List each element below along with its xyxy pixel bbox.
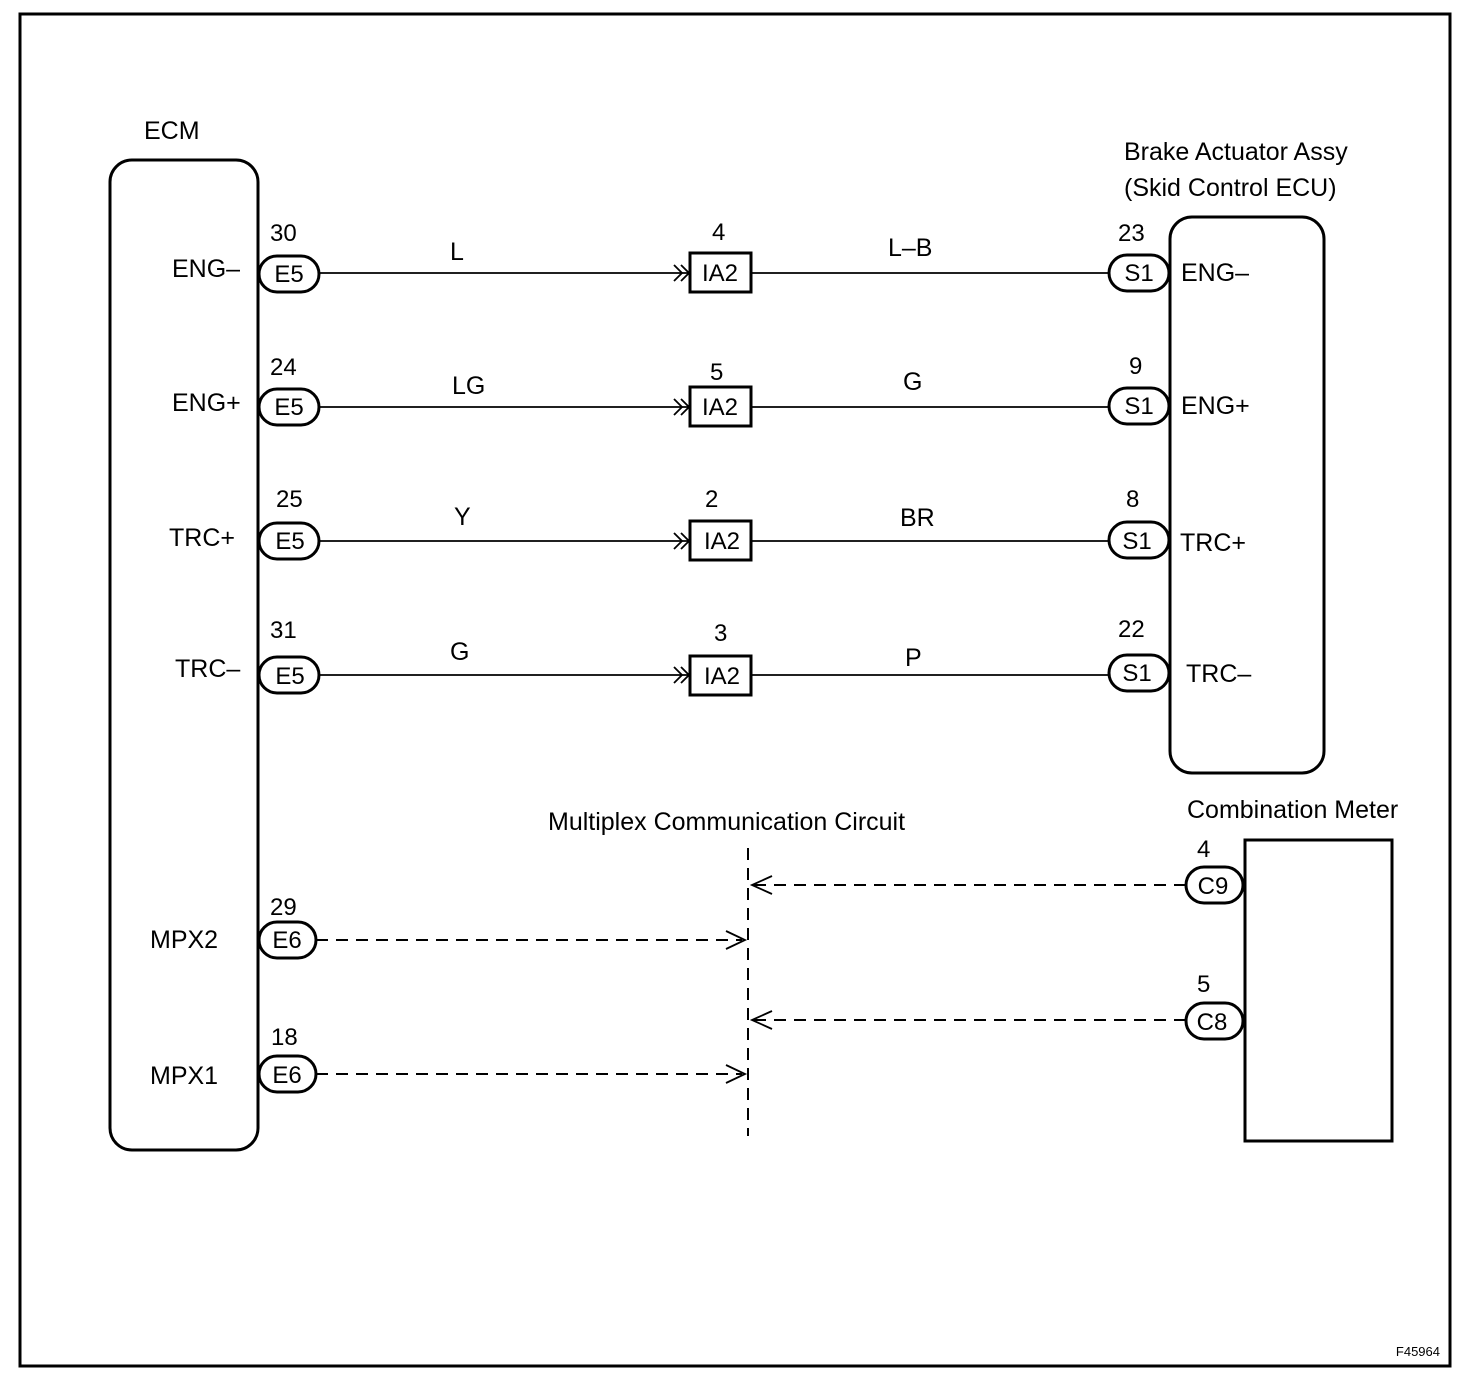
ecm-pin-number: 18 <box>271 1024 298 1051</box>
wire-color-actuator-side: P <box>905 644 922 672</box>
mpx2-line: MPX2 29 E6 <box>150 894 748 960</box>
actuator-connector <box>1107 386 1171 426</box>
actuator-connector-label: S1 <box>1122 660 1151 687</box>
ecm-pin-number: 25 <box>276 486 303 513</box>
meter-c9-line: 4 C9 <box>749 836 1245 905</box>
wire-color-ecm-side: L <box>450 238 464 266</box>
ecm-pin-number: 24 <box>270 354 297 381</box>
diagram-frame <box>18 12 1452 1368</box>
ecm-terminal-label: ENG+ <box>172 389 241 417</box>
actuator-connector-label: S1 <box>1124 260 1153 287</box>
meter-pin-number: 5 <box>1197 971 1210 998</box>
ecm-terminal-label: MPX1 <box>150 1062 218 1090</box>
actuator-connector-label: S1 <box>1124 393 1153 420</box>
circuit-trc-minus: TRC– 31 E5 G 3 IA2 P 22 S1 TRC– <box>175 616 1251 697</box>
wire-color-ecm-side: LG <box>452 372 485 400</box>
junction-pin-number: 5 <box>710 359 723 386</box>
meter-connector-label: C8 <box>1197 1009 1228 1036</box>
meter-c8-line: 5 C8 <box>749 971 1245 1041</box>
actuator-connector <box>1107 253 1171 293</box>
circuit-eng-minus: ENG– 30 E5 L 4 IA2 L–B 23 S1 ENG– <box>172 219 1249 294</box>
actuator-terminal-label: ENG– <box>1181 259 1249 287</box>
arrow-to-bus <box>749 1010 773 1030</box>
meter-connector-label: C9 <box>1198 873 1229 900</box>
ecm-connector-label: E5 <box>274 261 303 288</box>
arrow-to-bus <box>749 875 773 895</box>
junction-connector-label: IA2 <box>704 663 740 690</box>
actuator-connector <box>1107 520 1171 560</box>
wire-color-actuator-side: BR <box>900 504 935 532</box>
brake-actuator-box <box>1168 215 1326 775</box>
ecm-pin-number: 30 <box>270 220 297 247</box>
actuator-pin-number: 23 <box>1118 220 1145 247</box>
ecm-terminal-label: TRC+ <box>169 524 235 552</box>
junction-pin-number: 2 <box>705 486 718 513</box>
meter-pin-number: 4 <box>1197 836 1210 863</box>
actuator-terminal-label: TRC– <box>1186 660 1251 688</box>
actuator-terminal-label: TRC+ <box>1180 529 1246 557</box>
actuator-pin-number: 8 <box>1126 486 1139 513</box>
actuator-connector-label: S1 <box>1122 528 1151 555</box>
actuator-pin-number: 22 <box>1118 616 1145 643</box>
ecm-label: ECM <box>144 117 200 145</box>
mpx1-line: MPX1 18 E6 <box>150 1024 748 1094</box>
ecm-terminal-label: TRC– <box>175 655 240 683</box>
ecm-connector <box>257 254 321 294</box>
wire-color-actuator-side: G <box>903 368 922 396</box>
arrow-to-bus <box>725 1064 748 1084</box>
wire-color-ecm-side: Y <box>454 503 471 531</box>
actuator-pin-number: 9 <box>1129 353 1142 380</box>
actuator-terminal-label: ENG+ <box>1181 392 1250 420</box>
ecm-connector-label: E5 <box>274 394 303 421</box>
skid-control-ecu-label: (Skid Control ECU) <box>1124 174 1337 202</box>
ecm-connector-label: E5 <box>275 528 304 555</box>
ecm-connector-label: E6 <box>272 1062 301 1089</box>
combination-meter-label: Combination Meter <box>1187 796 1398 824</box>
ecm-pin-number: 31 <box>270 617 297 644</box>
ecm-terminal-label: ENG– <box>172 255 240 283</box>
junction-pin-number: 4 <box>712 219 725 246</box>
ecm-box <box>108 158 260 1152</box>
multiplex-circuit-label: Multiplex Communication Circuit <box>548 808 905 836</box>
arrow-to-bus <box>725 930 748 950</box>
wire-color-ecm-side: G <box>450 638 469 666</box>
actuator-connector <box>1107 653 1171 693</box>
ecm-pin-number: 29 <box>270 894 297 921</box>
ecm-connector-label: E5 <box>275 663 304 690</box>
junction-pin-number: 3 <box>714 620 727 647</box>
ecm-terminal-label: MPX2 <box>150 926 218 954</box>
wire-color-actuator-side: L–B <box>888 234 932 262</box>
combination-meter-box <box>1243 838 1394 1143</box>
junction-connector-label: IA2 <box>704 528 740 555</box>
junction-connector-label: IA2 <box>702 260 738 287</box>
brake-actuator-label: Brake Actuator Assy <box>1124 138 1348 166</box>
junction-connector-label: IA2 <box>702 394 738 421</box>
circuit-eng-plus: ENG+ 24 E5 LG 5 IA2 G 9 S1 ENG+ <box>172 353 1250 428</box>
ecm-connector-label: E6 <box>272 927 301 954</box>
figure-id: F45964 <box>1396 1344 1440 1359</box>
circuit-trc-plus: TRC+ 25 E5 Y 2 IA2 BR 8 S1 TRC+ <box>169 486 1246 562</box>
